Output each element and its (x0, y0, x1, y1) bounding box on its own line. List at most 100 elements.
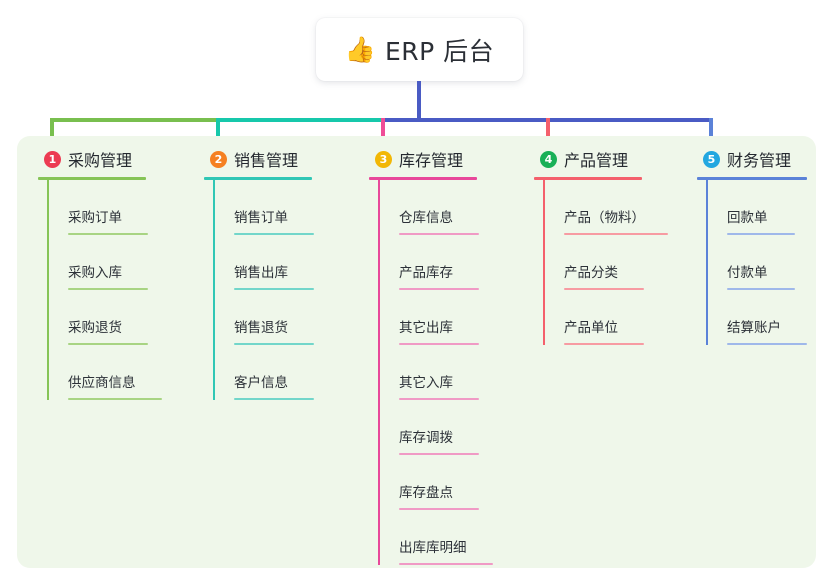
leaf-node[interactable]: 库存调拨 (378, 400, 493, 455)
branch-badge-2: 2 (210, 150, 227, 168)
leaf-label: 产品（物料） (564, 210, 645, 226)
leaf-node[interactable]: 采购入库 (47, 235, 162, 290)
leaf-label: 库存调拨 (399, 430, 453, 446)
branch-underline-5 (697, 177, 807, 180)
leaf-node[interactable]: 产品（物料） (543, 180, 668, 235)
leaf-node[interactable]: 其它入库 (378, 345, 493, 400)
leaf-inner: 销售退货 (213, 316, 314, 345)
leaf-label: 仓库信息 (399, 210, 453, 226)
leaf-inner: 产品分类 (543, 261, 668, 290)
leaf-node[interactable]: 出库库明细 (378, 510, 493, 565)
leaf-underline (399, 288, 479, 290)
branch-badge-3: 3 (375, 150, 392, 168)
branch-items-4: 产品（物料） 产品分类产品单位 (543, 180, 668, 345)
leaf-node[interactable]: 销售退货 (213, 290, 314, 345)
leaf-node[interactable]: 结算账户 (706, 290, 807, 345)
bar-segment-1 (50, 118, 218, 122)
branch-items-2: 销售订单销售出库销售退货客户信息 (213, 180, 314, 400)
leaf-node[interactable]: 采购订单 (47, 180, 162, 235)
leaf-inner: 采购入库 (47, 261, 162, 290)
leaf-inner: 库存调拨 (378, 426, 493, 455)
branch-badge-4: 4 (540, 150, 557, 168)
leaf-label: 结算账户 (727, 320, 781, 336)
leaf-node[interactable]: 采购退货 (47, 290, 162, 345)
branch-column-2: 2 销售管理销售订单销售出库销售退货客户信息 (204, 146, 314, 400)
leaf-underline (399, 563, 493, 565)
branch-header-2[interactable]: 2 销售管理 (204, 146, 314, 172)
leaf-underline (399, 343, 479, 345)
root-title: ERP 后台 (384, 36, 495, 66)
leaf-node[interactable]: 仓库信息 (378, 180, 493, 235)
leaf-node[interactable]: 客户信息 (213, 345, 314, 400)
leaf-node[interactable]: 付款单 (706, 235, 807, 290)
branch-underline-3 (369, 177, 477, 180)
leaf-underline (727, 343, 807, 345)
leaf-inner: 采购退货 (47, 316, 162, 345)
leaf-underline (399, 233, 479, 235)
branch-title-2: 销售管理 (234, 151, 299, 170)
leaf-node[interactable]: 回款单 (706, 180, 807, 235)
leaf-underline (564, 288, 644, 290)
leaf-node[interactable]: 产品单位 (543, 290, 668, 345)
root-node[interactable]: 👍 ERP 后台 (316, 18, 523, 81)
root-stem-line (417, 81, 421, 122)
leaf-underline (727, 233, 795, 235)
leaf-label: 回款单 (727, 210, 768, 226)
leaf-label: 产品分类 (564, 265, 618, 281)
drop-line-2 (216, 118, 220, 142)
leaf-inner: 其它入库 (378, 371, 493, 400)
leaf-inner: 产品库存 (378, 261, 493, 290)
leaf-node[interactable]: 产品库存 (378, 235, 493, 290)
branch-spine-3 (378, 180, 380, 565)
leaf-label: 出库库明细 (399, 540, 467, 556)
leaf-inner: 供应商信息 (47, 371, 162, 400)
branch-items-5: 回款单付款单结算账户 (706, 180, 807, 345)
leaf-underline (68, 233, 148, 235)
leaf-node[interactable]: 库存盘点 (378, 455, 493, 510)
leaf-node[interactable]: 销售订单 (213, 180, 314, 235)
leaf-underline (564, 233, 668, 235)
leaf-label: 采购入库 (68, 265, 122, 281)
branch-spine-2 (213, 180, 215, 400)
leaf-underline (399, 453, 479, 455)
leaf-inner: 回款单 (706, 206, 807, 235)
leaf-node[interactable]: 销售出库 (213, 235, 314, 290)
branch-header-4[interactable]: 4 产品管理 (534, 146, 668, 172)
leaf-inner: 其它出库 (378, 316, 493, 345)
branch-items-1: 采购订单采购入库采购退货供应商信息 (47, 180, 162, 400)
branch-items-3: 仓库信息产品库存其它出库其它入库库存调拨库存盘点出库库明细 (378, 180, 493, 565)
drop-line-4 (546, 118, 550, 142)
leaf-inner: 出库库明细 (378, 536, 493, 565)
leaf-underline (234, 288, 314, 290)
leaf-node[interactable]: 供应商信息 (47, 345, 162, 400)
leaf-label: 销售出库 (234, 265, 288, 281)
leaf-inner: 结算账户 (706, 316, 807, 345)
leaf-node[interactable]: 产品分类 (543, 235, 668, 290)
leaf-inner: 库存盘点 (378, 481, 493, 510)
leaf-inner: 产品单位 (543, 316, 668, 345)
leaf-underline (399, 508, 479, 510)
branch-spine-5 (706, 180, 708, 345)
leaf-label: 销售订单 (234, 210, 288, 226)
branches-panel (17, 136, 816, 568)
branch-title-4: 产品管理 (564, 151, 629, 170)
branch-underline-2 (204, 177, 312, 180)
leaf-underline (68, 398, 162, 400)
leaf-inner: 产品（物料） (543, 206, 668, 235)
leaf-inner: 销售出库 (213, 261, 314, 290)
leaf-label: 采购订单 (68, 210, 122, 226)
leaf-underline (68, 343, 148, 345)
leaf-label: 付款单 (727, 265, 768, 281)
leaf-inner: 仓库信息 (378, 206, 493, 235)
leaf-label: 产品库存 (399, 265, 453, 281)
leaf-underline (564, 343, 644, 345)
branch-title-1: 采购管理 (68, 151, 133, 170)
leaf-underline (68, 288, 148, 290)
leaf-node[interactable]: 其它出库 (378, 290, 493, 345)
